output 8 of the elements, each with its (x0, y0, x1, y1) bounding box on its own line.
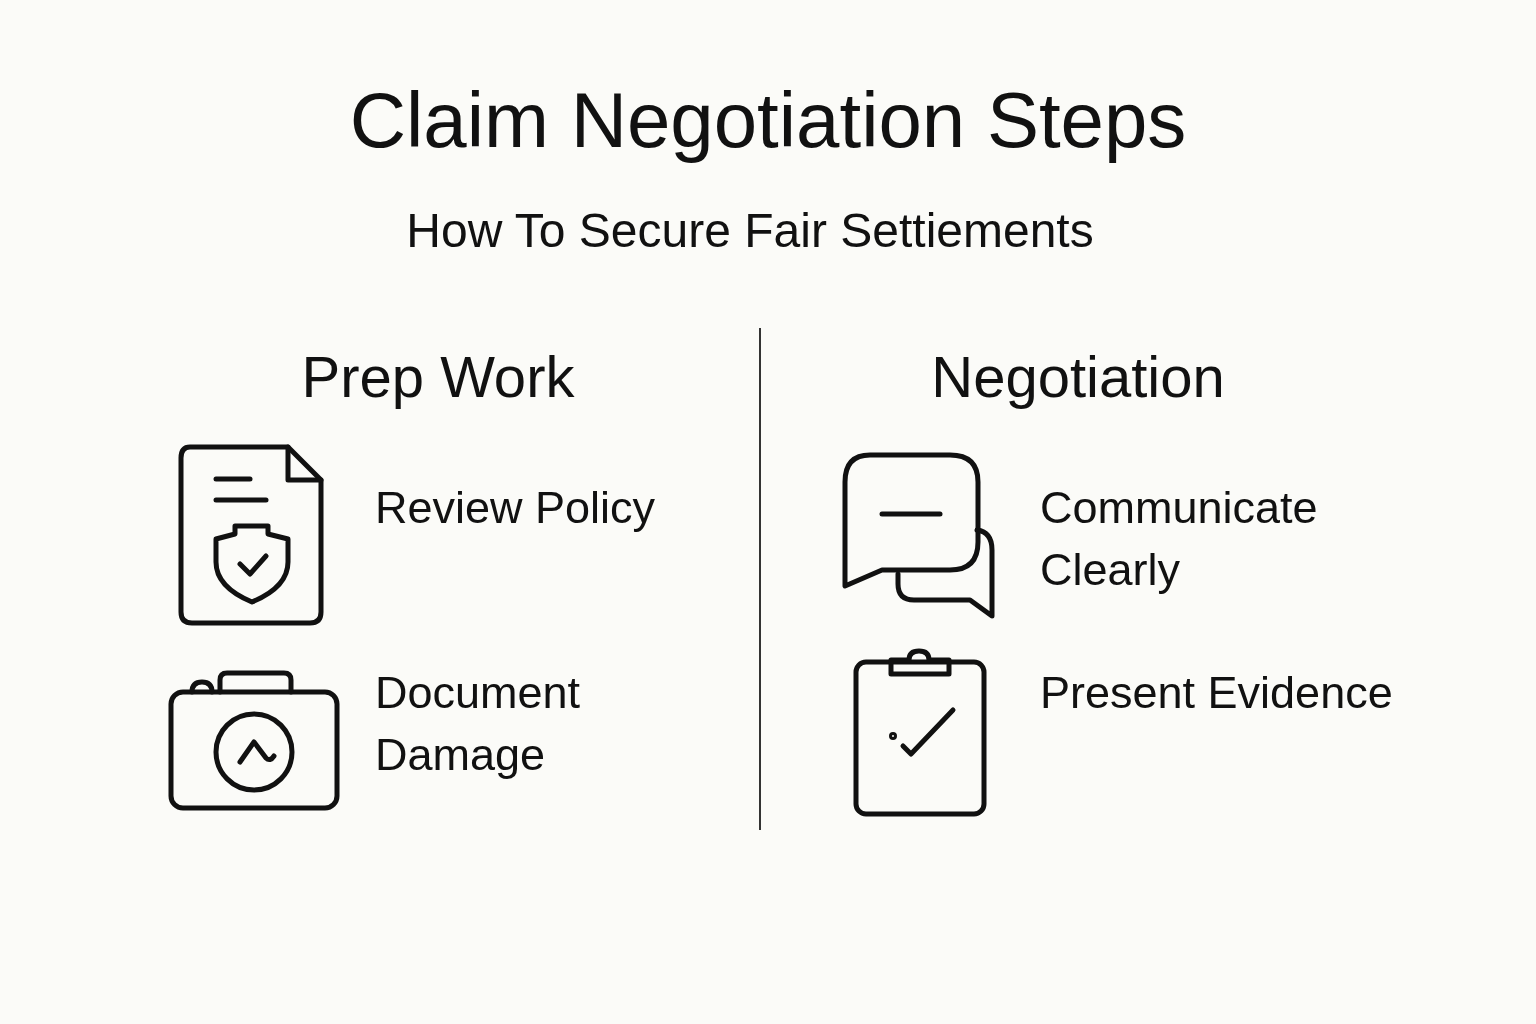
step-label: Present Evidence (1040, 666, 1394, 720)
subtitle: How To Secure Fair Settiements (405, 205, 1095, 258)
column-heading: Prep Work (300, 345, 576, 409)
step-label: Review Policy (375, 481, 657, 535)
step-label: Document Damage (375, 666, 582, 782)
step-label: Communicate Clearly (1040, 481, 1319, 597)
column-heading: Negotiation (930, 345, 1226, 409)
title: Claim Negotiation Steps (348, 78, 1188, 164)
